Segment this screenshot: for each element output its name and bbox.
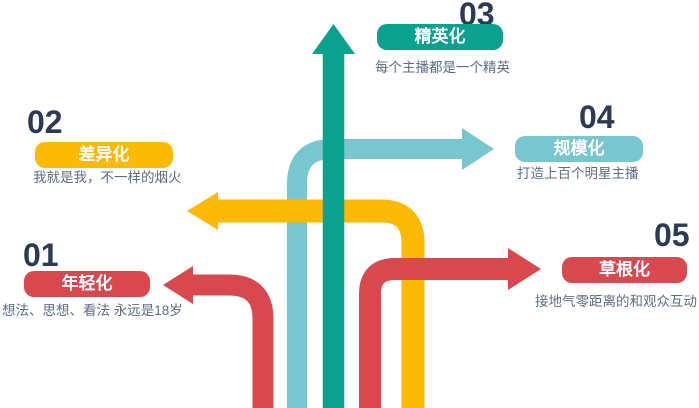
arrow-01-head — [163, 266, 193, 304]
arrow-03-head — [312, 24, 355, 54]
step-label-box: 年轻化 — [24, 271, 150, 297]
arrow-05-head — [508, 248, 541, 290]
step-label-box: 草根化 — [562, 257, 687, 283]
arrow-01-shaft — [193, 274, 274, 408]
step-caption: 我就是我，不一样的烟火 — [33, 170, 182, 185]
step-number: 02 — [27, 104, 63, 140]
step-label-box: 精英化 — [377, 24, 503, 50]
arrow-02-head — [187, 192, 218, 230]
step-caption: 想法、思想、看法 永远是18岁 — [2, 303, 183, 318]
arrow-05-shaft — [359, 258, 509, 408]
step-number: 01 — [23, 237, 59, 273]
step-number: 04 — [579, 99, 615, 135]
step-caption: 每个主播都是一个精英 — [375, 60, 510, 75]
step-caption: 打造上百个明星主播 — [517, 166, 639, 181]
step-caption: 接地气零距离的和观众互动 — [535, 294, 697, 309]
arrow-02-shaft — [217, 199, 425, 408]
step-label-box: 差异化 — [35, 142, 173, 168]
step-number: 05 — [654, 217, 690, 253]
step-label-box: 规模化 — [515, 136, 643, 162]
arrow-04-head — [462, 128, 494, 170]
